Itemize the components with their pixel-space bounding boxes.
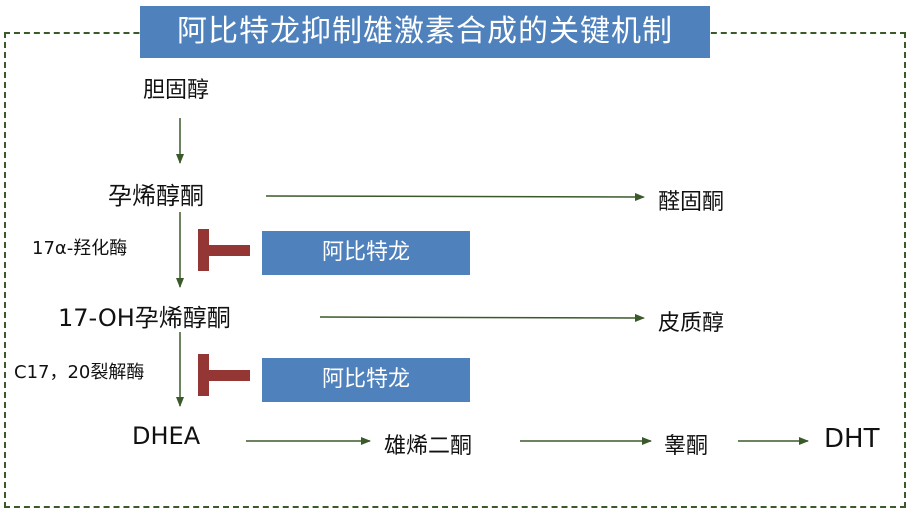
enzyme-hydroxylase: 17α-羟化酶 [32,238,128,259]
node-testosterone: 睾酮 [664,434,709,459]
enzyme-lyase: C17，20裂解酶 [14,362,145,383]
inhibition-marker-hydroxylase [198,229,250,271]
node-dhea: DHEA [132,422,201,450]
drug-box-abiraterone-2: 阿比特龙 [262,358,470,402]
arrow-17oh-to-cortisol [319,313,645,322]
node-pregnenolone: 孕烯醇酮 [108,182,204,210]
node-androstenedione: 雄烯二酮 [384,434,473,459]
node-cholesterol: 胆固醇 [143,78,210,103]
node-17oh-pregnenolone: 17-OH孕烯醇酮 [58,304,231,332]
node-cortisol: 皮质醇 [658,311,725,336]
node-aldosterone: 醛固酮 [658,190,725,215]
diagram-title: 阿比特龙抑制雄激素合成的关键机制 [140,6,710,58]
drug-box-abiraterone-1: 阿比特龙 [262,231,470,275]
arrow-pregnenolone-to-aldosterone [265,192,645,201]
inhibition-marker-lyase [198,354,250,396]
node-dht: DHT [824,424,880,454]
